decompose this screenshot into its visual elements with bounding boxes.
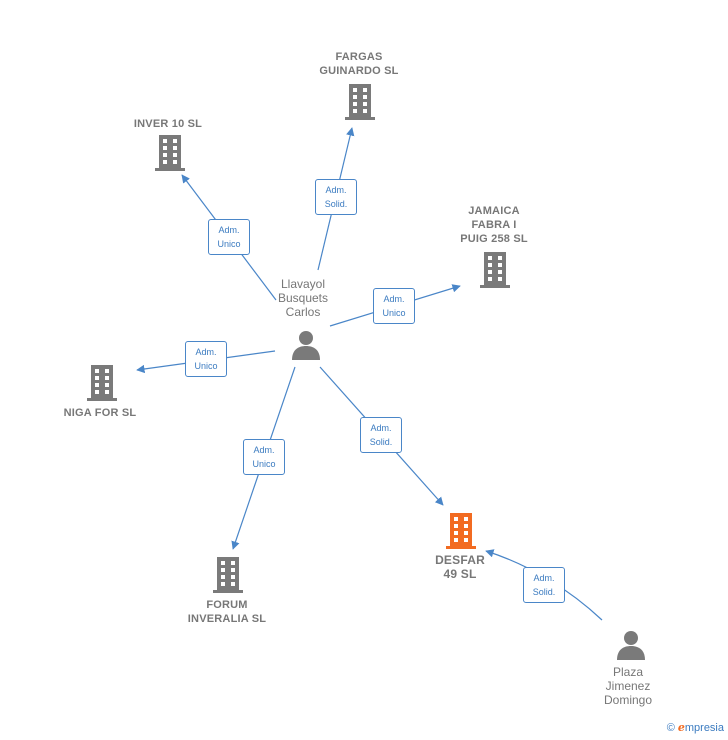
edge-label-jamaica: Adm. Unico xyxy=(373,288,415,324)
building-icon[interactable] xyxy=(87,365,117,401)
edge-label-fargas: Adm. Solid. xyxy=(315,179,357,215)
edge-label-niga: Adm. Unico xyxy=(185,341,227,377)
person-icon[interactable] xyxy=(617,631,645,660)
node-label-niga[interactable]: NIGA FOR SL xyxy=(63,407,137,419)
building-icon[interactable] xyxy=(480,252,510,288)
building-icon[interactable] xyxy=(345,84,375,120)
edge-label-desfar: Adm. Solid. xyxy=(360,417,402,453)
building-icon[interactable] xyxy=(446,513,476,549)
node-label-jamaica[interactable]: JAMAICA FABRA I PUIG 258 SL xyxy=(460,205,528,245)
node-label-fargas[interactable]: FARGAS GUINARDO SL xyxy=(319,51,399,77)
node-label-inver[interactable]: INVER 10 SL xyxy=(133,118,203,130)
person-icon[interactable] xyxy=(292,331,320,360)
copyright-symbol: © xyxy=(666,722,675,734)
brand-initial: e xyxy=(677,721,685,734)
edge-label-plaza-desfar: Adm. Solid. xyxy=(523,567,565,603)
node-label-llavayol[interactable]: Llavayol Busquets Carlos xyxy=(277,277,329,319)
node-label-plaza[interactable]: Plaza Jimenez Domingo xyxy=(603,665,653,707)
edge-label-inver: Adm. Unico xyxy=(208,219,250,255)
building-icon[interactable] xyxy=(155,135,185,171)
node-label-forum[interactable]: FORUM INVERALIA SL xyxy=(187,599,267,625)
brand-logo: © empresia xyxy=(667,721,724,734)
edge-label-forum: Adm. Unico xyxy=(243,439,285,475)
brand-name: mpresia xyxy=(684,722,724,734)
building-icon[interactable] xyxy=(213,557,243,593)
node-label-desfar[interactable]: DESFAR 49 SL xyxy=(435,553,485,581)
